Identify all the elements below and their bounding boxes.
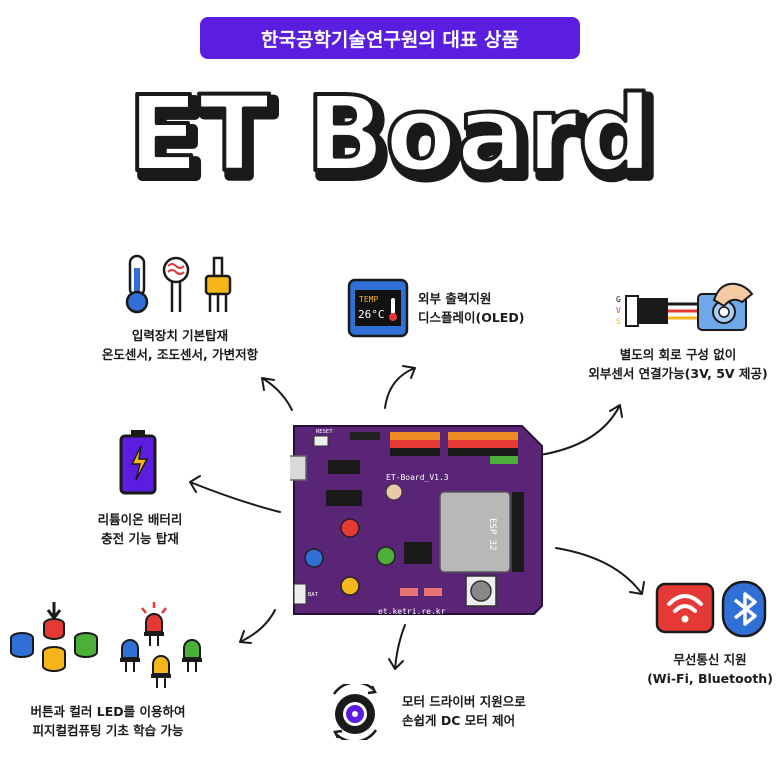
wireless-feature-label: 무선통신 지원 (Wi-Fi, Bluetooth)	[620, 650, 780, 688]
input-feature-line2: 온도센서, 조도센서, 가변저항	[101, 347, 259, 362]
battery-feature-line2: 충전 기능 탑재	[101, 531, 179, 546]
header-badge: 한국공학기술연구원의 대표 상품	[200, 17, 580, 59]
page-title-shadow: ET Board	[133, 79, 658, 200]
arrow-to-motor	[388, 624, 406, 670]
oled-screen-value: 26°C	[358, 308, 385, 321]
sensor-feature-line1: 별도의 회로 구성 없이	[619, 347, 737, 362]
board-button-green	[376, 546, 396, 566]
arrow-to-wireless	[555, 547, 645, 595]
wireless-icons	[655, 580, 767, 638]
usb-port	[290, 455, 307, 481]
wireless-feature-line1: 무선통신 지원	[673, 652, 747, 667]
sensor-feature-label: 별도의 회로 구성 없이 외부센서 연결가능(3V, 5V 제공)	[578, 345, 778, 383]
bat-label: BAT	[308, 592, 319, 598]
chip-2	[326, 490, 362, 506]
wifi-icon	[655, 582, 715, 634]
board-name: ET-Board_V1.3	[386, 473, 449, 482]
battery-feature-line1: 리튬이온 배터리	[97, 512, 183, 527]
et-board-image: RESET ET-Board_V1.3 ESP 32 BAT et.ketri.…	[290, 425, 543, 616]
sensor-pin-v: V	[616, 306, 621, 315]
input-feature-label: 입력장치 기본탑재 온도센서, 조도센서, 가변저항	[60, 326, 300, 364]
external-sensor-icon: G V S	[616, 282, 754, 331]
display-feature-line2: 디스플레이(OLED)	[418, 310, 525, 325]
chip-1	[328, 460, 360, 474]
sensor-feature-line2: 외부센서 연결가능(3V, 5V 제공)	[588, 366, 768, 381]
led-feature-label: 버튼과 컬러 LED를 이용하여 피지컬컴퓨팅 기초 학습 가능	[8, 702, 208, 740]
oled-display-icon: TEMP 26°C	[347, 278, 409, 338]
leds-icon	[120, 602, 202, 688]
motor-icon	[332, 684, 378, 740]
bluetooth-icon	[721, 580, 767, 638]
wireless-feature-line2: (Wi-Fi, Bluetooth)	[647, 671, 773, 686]
arrow-to-input	[261, 377, 293, 411]
led-feature-line2: 피지컬컴퓨팅 기초 학습 가능	[32, 723, 184, 738]
sensor-pin-g: G	[616, 295, 621, 304]
esp32-label: ESP 32	[487, 518, 497, 551]
input-feature-line1: 입력장치 기본탑재	[131, 328, 229, 343]
thermometer-icon	[125, 254, 149, 314]
arrow-to-battery	[189, 475, 281, 513]
input-devices-icons	[125, 254, 232, 314]
motor-feature-line1: 모터 드라이버 지원으로	[402, 694, 526, 709]
display-feature-label: 외부 출력지원 디스플레이(OLED)	[418, 289, 568, 327]
arrow-to-led	[239, 609, 276, 644]
buttons-icon	[10, 602, 98, 672]
battery-icon	[119, 430, 157, 495]
motor-feature-label: 모터 드라이버 지원으로 손쉽게 DC 모터 제어	[402, 692, 582, 730]
pin-headers	[350, 432, 518, 464]
board-button-blue	[304, 548, 324, 568]
board-photoresistor	[385, 483, 403, 501]
display-feature-line1: 외부 출력지원	[418, 291, 492, 306]
page-title-text: ET Board	[128, 73, 653, 195]
reset-label: RESET	[316, 429, 333, 435]
esp32-module	[439, 491, 511, 573]
potentiometer-icon	[204, 256, 232, 312]
battery-feature-label: 리튬이온 배터리 충전 기능 탑재	[60, 510, 220, 548]
arrow-to-sensor	[539, 404, 623, 456]
board-button-red	[340, 518, 360, 538]
photoresistor-icon	[162, 256, 190, 312]
page-title: ET Board ET Board	[126, 71, 663, 200]
arrow-to-display	[384, 365, 416, 409]
chip-3	[404, 542, 432, 564]
oled-screen-label: TEMP	[359, 295, 378, 304]
sensor-pin-s: S	[616, 317, 621, 326]
led-feature-line1: 버튼과 컬러 LED를 이용하여	[30, 704, 186, 719]
button-led-icons	[10, 602, 202, 688]
motor-feature-line2: 손쉽게 DC 모터 제어	[402, 713, 516, 728]
board-button-yellow	[340, 576, 360, 596]
board-website: et.ketri.re.kr	[378, 607, 446, 616]
